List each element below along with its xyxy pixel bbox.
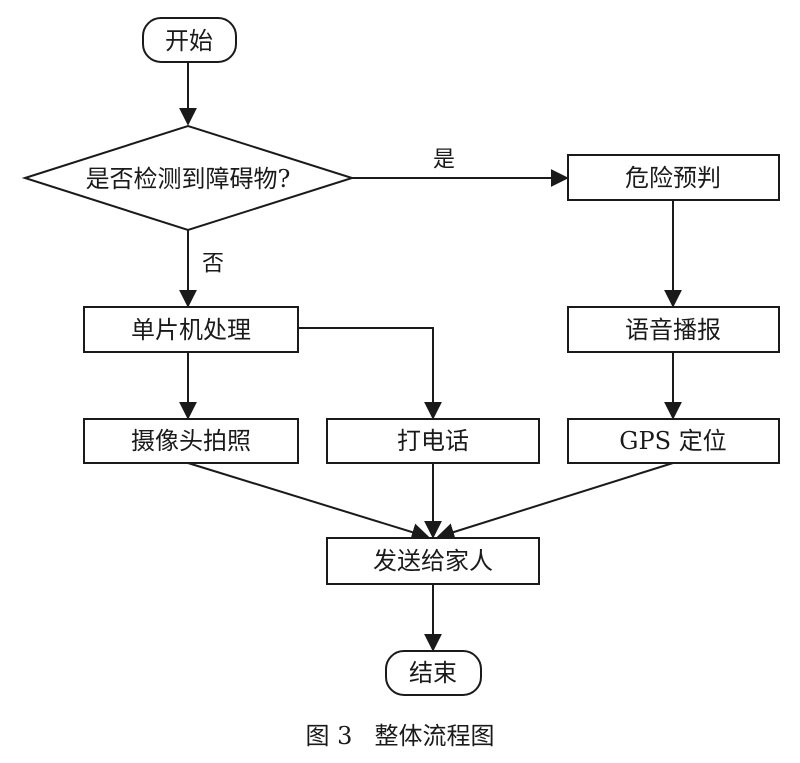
start-terminal — [142, 17, 237, 63]
decision-diamond — [21, 124, 356, 232]
send-label: 发送给家人 — [373, 547, 493, 575]
figure-title: 整体流程图 — [374, 722, 495, 750]
camera-box — [83, 418, 299, 464]
mcu-label: 单片机处理 — [131, 316, 251, 344]
yes-edge-label: 是 — [433, 148, 455, 173]
figure-caption: 图 3 整体流程图 — [0, 716, 800, 751]
edge-gps-to-send — [436, 462, 674, 541]
danger-box — [567, 154, 780, 201]
decision-label: 是否检测到障碍物? — [86, 165, 291, 193]
end-label: 结束 — [409, 659, 457, 687]
voice-label: 语音播报 — [625, 316, 721, 344]
send-box — [326, 537, 540, 585]
danger-label: 危险预判 — [625, 164, 721, 192]
start-label: 开始 — [165, 27, 213, 55]
edge-camera-to-send — [187, 462, 430, 541]
gps-box — [567, 418, 780, 464]
camera-label: 摄像头拍照 — [131, 427, 251, 455]
end-terminal — [385, 650, 482, 696]
gps-label: GPS 定位 — [619, 427, 726, 455]
call-box — [326, 418, 540, 464]
no-edge-label: 否 — [202, 252, 224, 277]
edge-mcu-to-call — [298, 327, 442, 420]
call-label: 打电话 — [397, 427, 469, 455]
voice-box — [567, 306, 780, 353]
figure-number: 图 3 — [305, 722, 353, 750]
mcu-box — [83, 306, 299, 353]
